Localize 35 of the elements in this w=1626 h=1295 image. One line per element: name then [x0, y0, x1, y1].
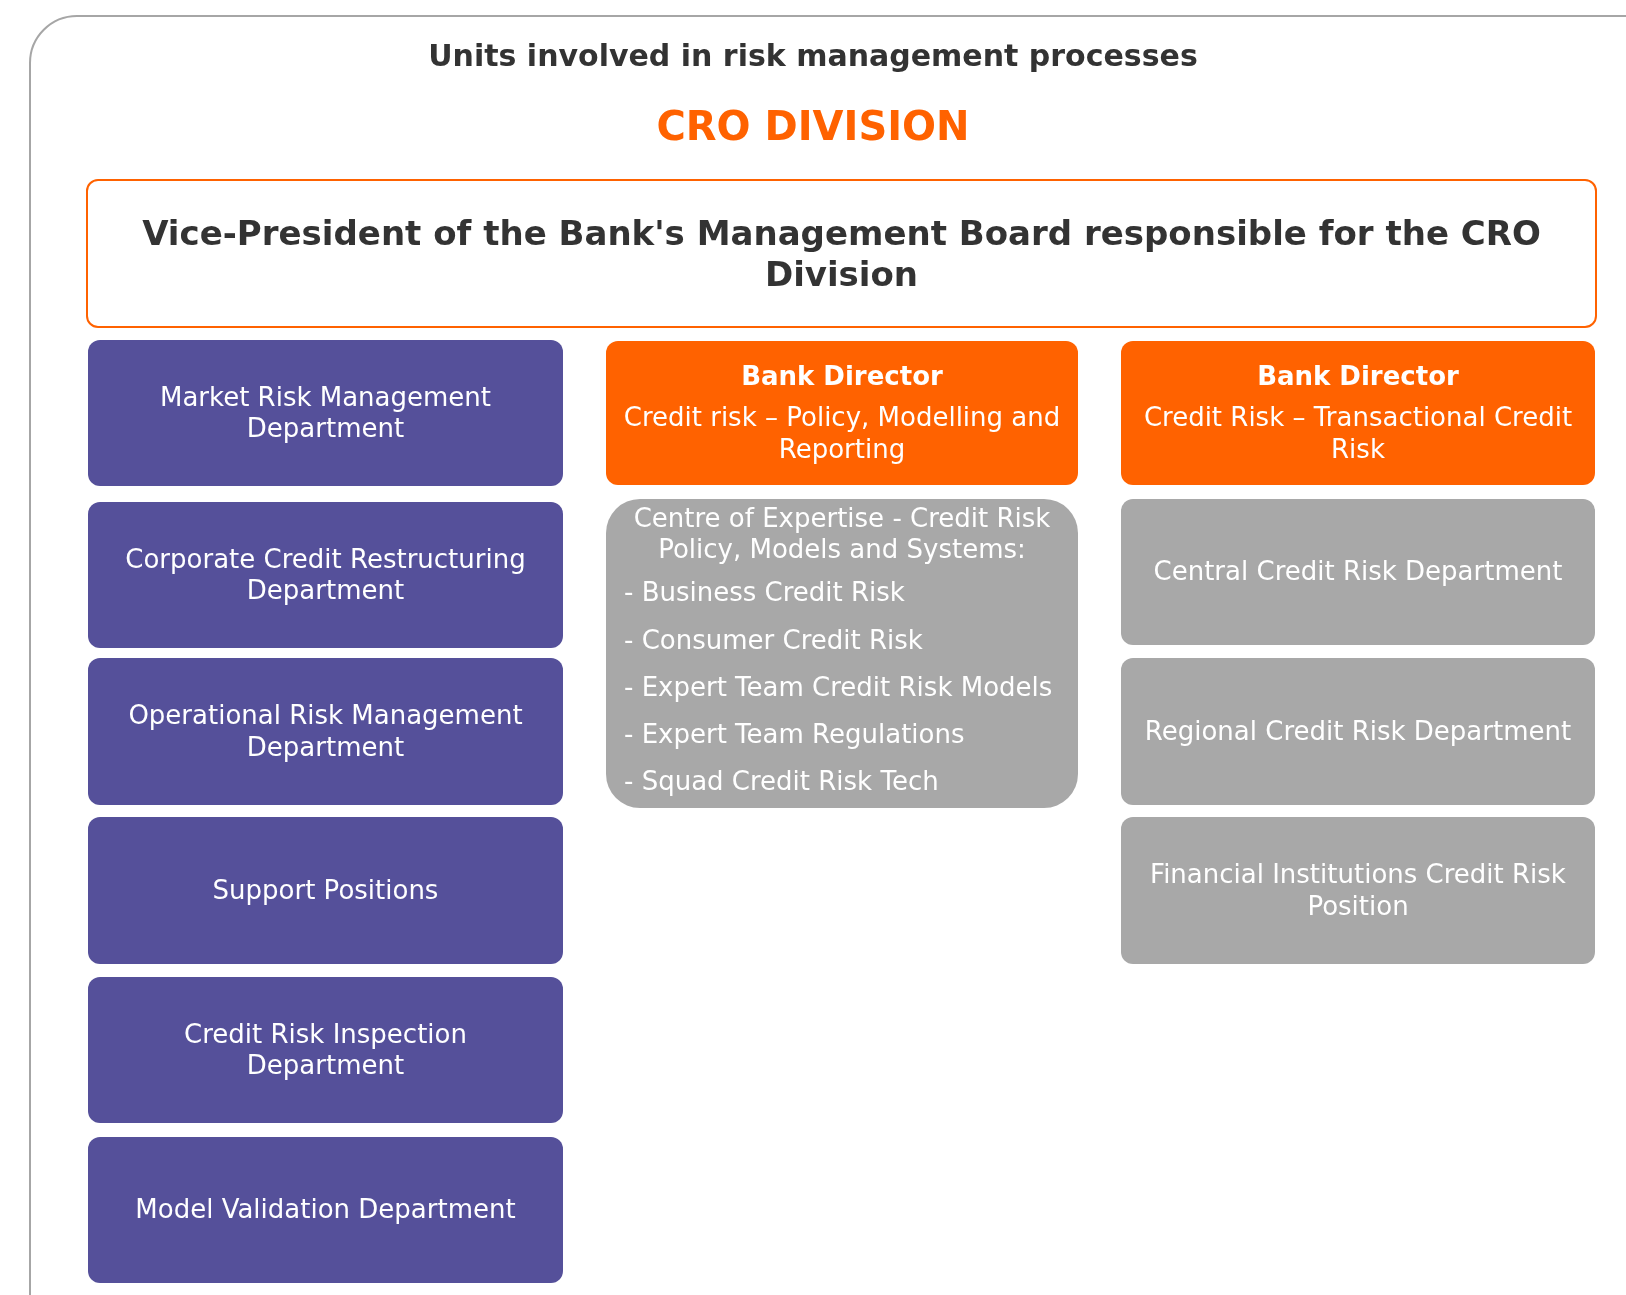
department-box — [88, 502, 563, 648]
department-box — [1121, 658, 1595, 805]
unit-label: Corporate Credit Restructuring Department — [124, 543, 527, 607]
team-item: - Expert Team Credit Risk Models — [624, 671, 1054, 703]
division-heading: CRO DIVISION — [655, 103, 971, 149]
director-area: Credit risk – Policy, Modelling and Reporting — [620, 402, 1064, 465]
diagram-title: Units involved in risk management processes — [427, 38, 1199, 73]
centre-heading: Centre of Expertise - Credit Risk Policy, Models and Systems: — [632, 503, 1052, 566]
unit-label: Financial Institutions Credit Risk Position — [1149, 859, 1567, 922]
team-item: - Squad Credit Risk Tech — [624, 766, 940, 798]
department-box — [1121, 499, 1595, 645]
team-item: - Consumer Credit Risk — [624, 624, 924, 656]
department-box — [88, 658, 563, 805]
department-box — [88, 340, 563, 486]
director-area: Credit Risk – Transactional Credit Risk — [1135, 402, 1581, 465]
director-box — [1121, 341, 1595, 485]
unit-label: Operational Risk Management Department — [127, 700, 524, 763]
team-item: - Business Credit Risk — [624, 577, 906, 609]
board-member-label: Vice-President of the Bank's Management Board responsible for the CRO Division — [141, 212, 1542, 295]
department-box — [88, 977, 563, 1123]
team-item: - Expert Team Regulations — [624, 718, 966, 751]
director-box — [606, 341, 1078, 485]
unit-label: Central Credit Risk Department — [1152, 556, 1564, 588]
unit-label: Support Positions — [211, 874, 440, 907]
department-box — [88, 817, 563, 964]
unit-label: Market Risk Management Department — [158, 381, 493, 445]
board-member-box — [86, 179, 1597, 328]
expertise-box — [606, 499, 1078, 808]
director-title: Bank Director — [1256, 361, 1460, 393]
unit-label: Credit Risk Inspection Department — [183, 1018, 468, 1082]
department-box — [88, 1137, 563, 1283]
unit-label: Model Validation Department — [134, 1194, 517, 1226]
department-box — [1121, 817, 1595, 964]
unit-label: Regional Credit Risk Department — [1143, 715, 1573, 748]
director-title: Bank Director — [740, 361, 944, 393]
